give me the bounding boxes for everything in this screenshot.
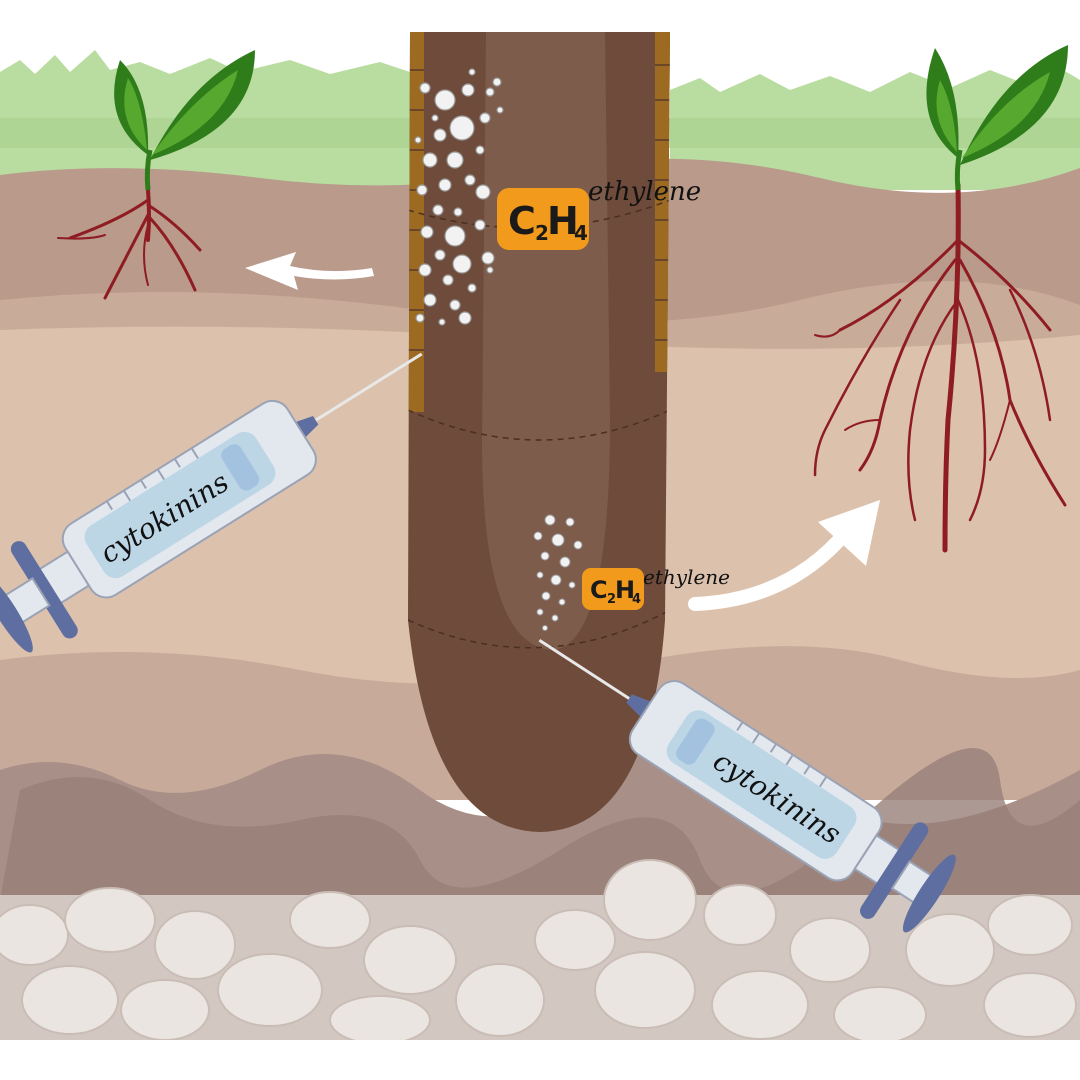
formula-c: C: [590, 576, 608, 604]
formula-subscript-2: 2: [535, 221, 549, 245]
gas-bubbles-lower-icon: [533, 514, 583, 631]
root-cross-section: [408, 32, 670, 832]
formula-h: H: [615, 576, 635, 604]
ground-base: [0, 1040, 1080, 1080]
formula-subscript-2: 2: [607, 592, 616, 607]
formula-subscript-4: 4: [632, 592, 641, 607]
ethylene-name: ethylene: [643, 565, 730, 589]
ethylene-label-lower: C 2 H 4 ethylene: [582, 565, 730, 610]
formula-c: C: [508, 199, 536, 243]
ethylene-name: ethylene: [588, 177, 701, 207]
gas-bubbles-icon: [414, 68, 504, 326]
formula-subscript-4: 4: [574, 221, 588, 245]
arrow-left-icon: [245, 252, 374, 290]
ethylene-label-upper: C 2 H 4 ethylene: [497, 177, 701, 250]
seedling-large-roots-icon: [813, 45, 1068, 553]
curved-arrow-up-right-icon: [688, 500, 880, 611]
formula-h: H: [547, 199, 579, 243]
stone-layer: [0, 859, 1080, 1045]
seedling-small-roots-icon: [57, 50, 255, 300]
